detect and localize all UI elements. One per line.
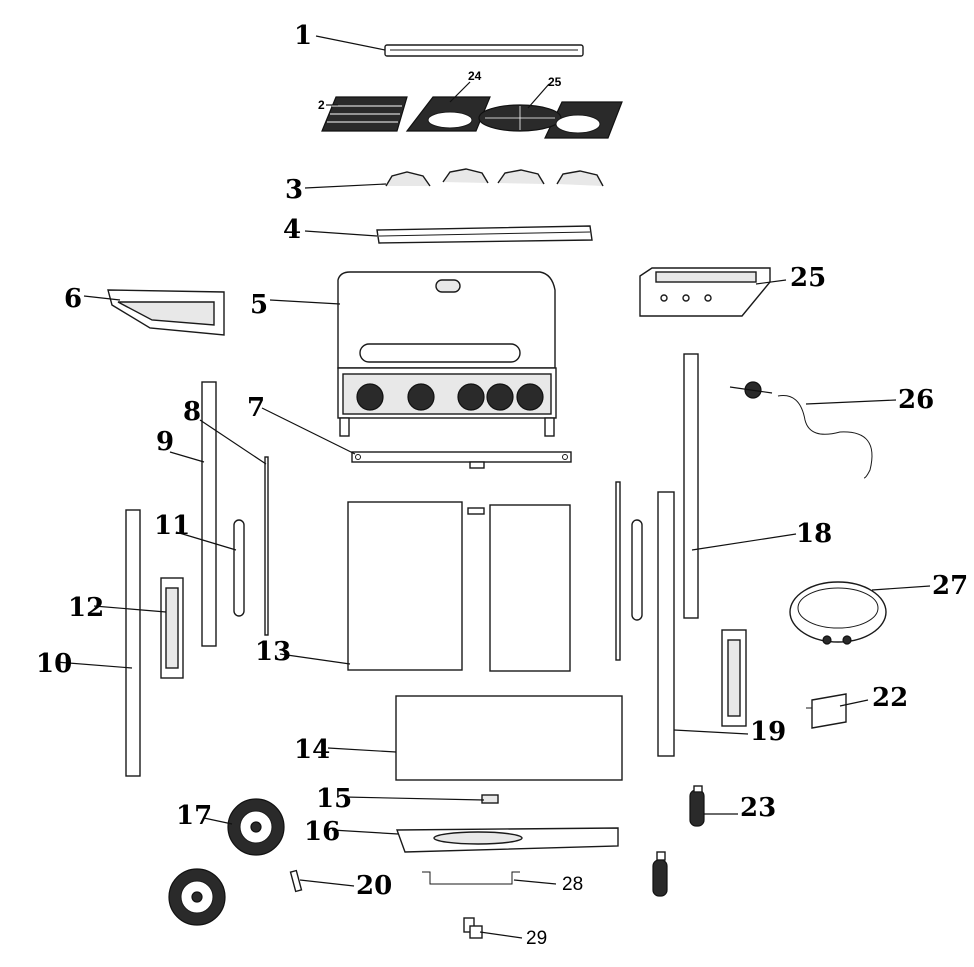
- gas-regulator-hose: [729, 381, 873, 479]
- label-13: 13: [255, 637, 291, 667]
- back-panel: [395, 695, 623, 781]
- caster-lower: [652, 851, 668, 897]
- label-29: 29: [526, 928, 547, 949]
- label-23: 23: [740, 793, 776, 823]
- label-6: 6: [64, 284, 82, 314]
- small-clip: [481, 794, 499, 804]
- label-16: 16: [304, 817, 340, 847]
- right-side-bracket: [721, 629, 747, 727]
- grill-body: [337, 271, 557, 437]
- label-12: 12: [68, 593, 104, 623]
- left-front-leg: [125, 509, 141, 777]
- cooking-grates: [321, 96, 623, 139]
- label-19: 19: [750, 717, 786, 747]
- label-17: 17: [176, 801, 212, 831]
- crossbar: [351, 451, 572, 469]
- thin-rod: [264, 456, 269, 636]
- label-5: 5: [250, 290, 268, 320]
- label-8: 8: [183, 397, 201, 427]
- left-side-table: [107, 289, 225, 336]
- label-4: 4: [283, 215, 301, 245]
- label-24: 24: [468, 69, 482, 83]
- label-7: 7: [247, 393, 265, 423]
- wheel-upper: [227, 798, 285, 856]
- caster-upper: [689, 785, 705, 827]
- part-labels: 1 2 24 25 3 4 5 6 25 7 8 9 10 11 12 13 1…: [36, 21, 968, 949]
- label-25-top: 25: [548, 75, 562, 89]
- warming-rack: [384, 44, 584, 57]
- right-rear-leg: [683, 353, 699, 619]
- pin: [289, 869, 303, 893]
- cabinet-doors: [347, 501, 571, 672]
- label-27: 27: [932, 571, 968, 601]
- heat-shield: [376, 225, 593, 244]
- label-11: 11: [154, 511, 190, 541]
- flame-tamers: [385, 168, 604, 187]
- label-18: 18: [796, 519, 832, 549]
- label-22: 22: [872, 683, 908, 713]
- label-1: 1: [294, 21, 312, 51]
- tank-strap: [789, 581, 887, 645]
- label-2: 2: [318, 98, 325, 112]
- bottom-shelf: [396, 827, 619, 853]
- side-burner: [639, 267, 771, 317]
- left-rear-leg: [201, 381, 217, 647]
- leader-lines: [55, 35, 931, 939]
- label-9: 9: [156, 427, 174, 457]
- wheel-lower: [168, 868, 226, 926]
- hook-bracket: [806, 693, 847, 729]
- side-bracket: [160, 577, 184, 679]
- label-10: 10: [36, 649, 72, 679]
- label-20: 20: [356, 871, 392, 901]
- thin-rod-right: [615, 481, 621, 661]
- right-front-leg: [657, 491, 675, 757]
- label-14: 14: [294, 735, 330, 765]
- label-15: 15: [316, 784, 352, 814]
- u-bracket: [422, 871, 520, 885]
- corner-clip: [463, 917, 483, 939]
- label-26: 26: [898, 385, 934, 415]
- door-handle-right: [631, 519, 643, 621]
- label-25-side: 25: [790, 263, 826, 293]
- door-handle-left: [233, 519, 245, 617]
- label-28: 28: [562, 874, 583, 895]
- label-3: 3: [285, 175, 303, 205]
